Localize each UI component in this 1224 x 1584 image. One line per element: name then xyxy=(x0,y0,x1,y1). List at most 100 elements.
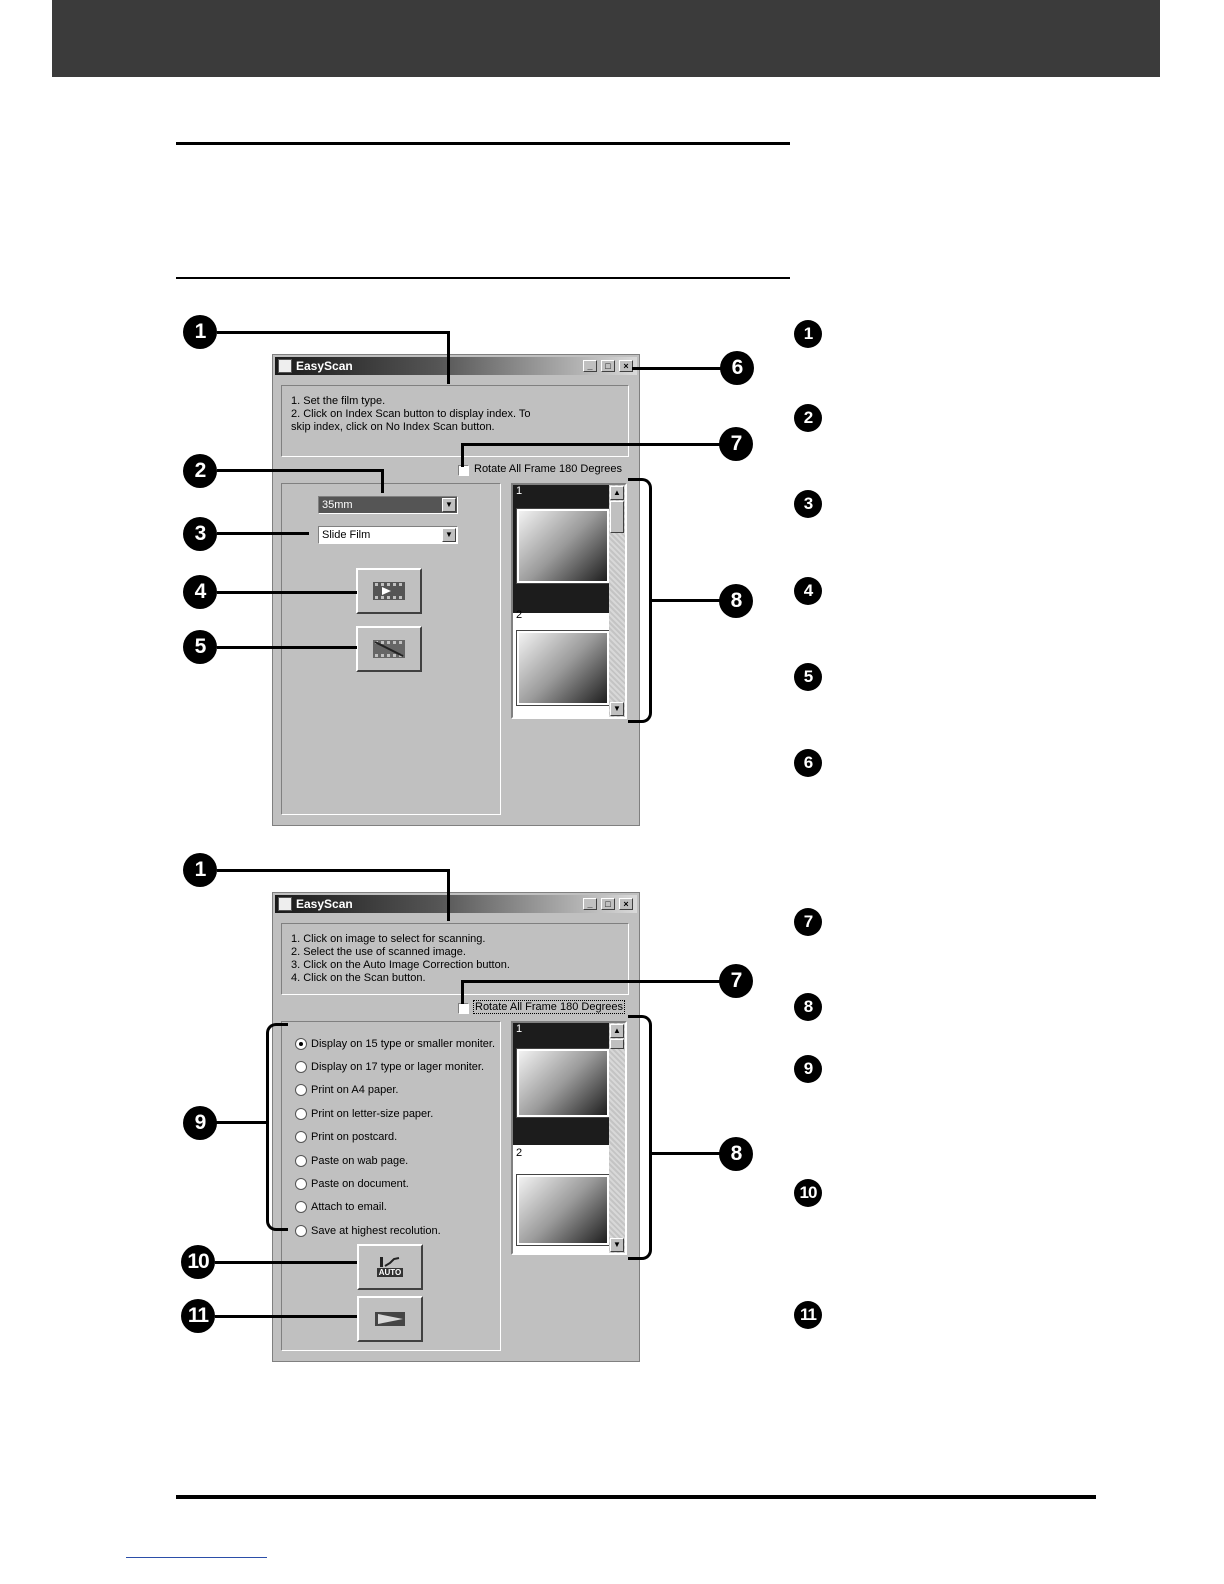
callout-1: 1 xyxy=(183,853,217,887)
frame-thumbnail[interactable] xyxy=(516,630,610,706)
option-label: Print on A4 paper. xyxy=(311,1084,399,1097)
instruction-panel: 1. Click on image to select for scanning… xyxy=(281,923,629,995)
instruction-line: 2. Select the use of scanned image. xyxy=(291,946,466,958)
option-row[interactable]: Attach to email. xyxy=(295,1196,495,1219)
callout-7: 7 xyxy=(719,964,753,998)
film-type-select[interactable]: Slide Film ▼ xyxy=(318,526,458,544)
option-radio[interactable] xyxy=(295,1224,307,1237)
frame-thumbnail[interactable] xyxy=(516,1048,610,1118)
option-row[interactable]: Display on 15 type or smaller moniter. xyxy=(295,1032,495,1055)
leader-line xyxy=(461,980,464,1004)
scan-button[interactable] xyxy=(357,1296,423,1342)
legend-callout-2: 2 xyxy=(794,404,822,432)
scroll-thumb[interactable] xyxy=(610,1039,624,1049)
callout-4: 4 xyxy=(183,575,217,609)
option-row[interactable]: Print on postcard. xyxy=(295,1126,495,1149)
leader-line xyxy=(632,367,722,370)
index-scan-button[interactable] xyxy=(356,568,422,614)
frame-number: 1 xyxy=(516,485,523,497)
option-label: Save at highest recolution. xyxy=(311,1224,441,1237)
option-radio[interactable] xyxy=(295,1084,307,1097)
leader-line xyxy=(215,1315,357,1318)
scroll-up-button[interactable]: ▲ xyxy=(610,1024,624,1038)
leader-line xyxy=(216,1121,268,1124)
option-row[interactable]: Paste on document. xyxy=(295,1172,495,1195)
minimize-button[interactable]: _ xyxy=(583,898,597,910)
vertical-scrollbar[interactable]: ▲ ▼ xyxy=(609,1023,625,1253)
scroll-down-button[interactable]: ▼ xyxy=(610,702,624,716)
maximize-button[interactable]: □ xyxy=(601,360,615,372)
option-radio[interactable] xyxy=(295,1201,307,1214)
frame-list[interactable]: 1 2 ▲ ▼ xyxy=(511,1021,627,1255)
easyscan-window-2: EasyScan _ □ × 1. Click on image to sele… xyxy=(272,892,640,1362)
legend-callout-8: 8 xyxy=(794,993,822,1021)
option-radio[interactable] xyxy=(295,1154,307,1167)
tone-curve-icon xyxy=(380,1257,400,1267)
frame-thumbnail[interactable] xyxy=(516,508,610,584)
vertical-scrollbar[interactable]: ▲ ▼ xyxy=(609,485,625,717)
instruction-line: 1. Set the film type. xyxy=(291,395,386,407)
option-radio[interactable] xyxy=(295,1037,307,1050)
option-row[interactable]: Display on 17 type or lager moniter. xyxy=(295,1055,495,1078)
leader-line xyxy=(217,869,450,872)
frame-number: 2 xyxy=(516,609,523,621)
section-rule-bottom xyxy=(176,277,790,279)
frame-number: 1 xyxy=(516,1023,523,1035)
option-label: Print on letter-size paper. xyxy=(311,1107,434,1120)
option-label: Display on 17 type or lager moniter. xyxy=(311,1061,485,1074)
option-radio[interactable] xyxy=(295,1061,307,1074)
scan-play-icon xyxy=(375,1312,405,1326)
leader-line xyxy=(217,469,384,472)
option-row[interactable]: Print on A4 paper. xyxy=(295,1079,495,1102)
callout-8: 8 xyxy=(719,1137,753,1171)
maximize-button[interactable]: □ xyxy=(601,898,615,910)
option-row[interactable]: Paste on wab page. xyxy=(295,1149,495,1172)
option-row[interactable]: Save at highest recolution. xyxy=(295,1219,495,1242)
film-format-select[interactable]: 35mm ▼ xyxy=(318,496,458,514)
leader-line xyxy=(651,1152,721,1155)
leader-line xyxy=(447,331,450,384)
option-label: Print on postcard. xyxy=(311,1131,398,1144)
header-bar xyxy=(52,0,1160,77)
left-panel: 35mm ▼ Slide Film ▼ xyxy=(281,483,501,815)
callout-8: 8 xyxy=(719,584,753,618)
callout-2: 2 xyxy=(183,454,217,488)
scroll-down-button[interactable]: ▼ xyxy=(610,1238,624,1252)
options-bracket xyxy=(266,1023,288,1231)
legend-callout-10: 10 xyxy=(794,1179,822,1207)
scroll-thumb[interactable] xyxy=(610,501,624,533)
film-format-value: 35mm xyxy=(322,499,353,511)
frame-list-bracket xyxy=(628,478,652,723)
easyscan-window-1: EasyScan _ □ × 1. Set the film type. 2. … xyxy=(272,354,640,826)
chevron-down-icon[interactable]: ▼ xyxy=(442,528,456,542)
film-type-value: Slide Film xyxy=(322,529,371,541)
no-index-scan-button[interactable] xyxy=(356,626,422,672)
window-title: EasyScan xyxy=(296,897,353,911)
scroll-up-button[interactable]: ▲ xyxy=(610,486,624,500)
frame-thumbnail[interactable] xyxy=(516,1174,610,1246)
minimize-button[interactable]: _ xyxy=(583,360,597,372)
callout-10: 10 xyxy=(181,1245,215,1279)
close-button[interactable]: × xyxy=(619,360,633,372)
option-radio[interactable] xyxy=(295,1107,307,1120)
instruction-line: skip index, click on No Index Scan butto… xyxy=(291,421,495,433)
leader-line xyxy=(447,869,450,921)
option-radio[interactable] xyxy=(295,1131,307,1144)
title-bar: EasyScan _ □ × xyxy=(275,357,637,375)
film-strip-icon xyxy=(373,582,405,600)
instruction-line: 2. Click on Index Scan button to display… xyxy=(291,408,531,420)
rotate-checkbox[interactable] xyxy=(458,1003,469,1014)
option-radio[interactable] xyxy=(295,1178,307,1191)
instruction-line: 4. Click on the Scan button. xyxy=(291,972,426,984)
instruction-panel: 1. Set the film type. 2. Click on Index … xyxy=(281,385,629,457)
option-label: Attach to email. xyxy=(311,1201,387,1214)
chevron-down-icon[interactable]: ▼ xyxy=(442,498,456,512)
frame-list-bracket xyxy=(628,1015,652,1260)
auto-correction-button[interactable]: AUTO xyxy=(357,1244,423,1290)
leader-line xyxy=(217,646,357,649)
frame-list[interactable]: 1 2 ▲ ▼ xyxy=(511,483,627,719)
section-rule-top xyxy=(176,142,790,145)
leader-line xyxy=(381,469,384,493)
close-button[interactable]: × xyxy=(619,898,633,910)
option-row[interactable]: Print on letter-size paper. xyxy=(295,1102,495,1125)
